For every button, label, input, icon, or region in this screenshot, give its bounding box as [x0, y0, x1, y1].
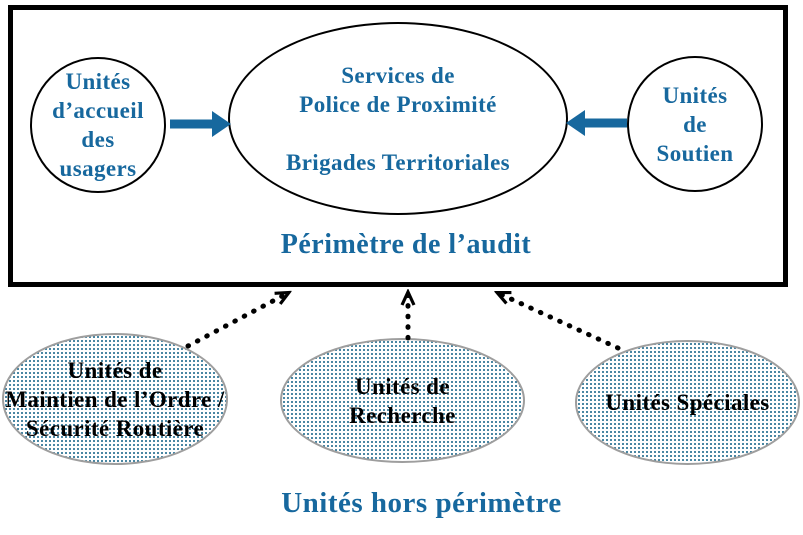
node-label-line: Soutien: [656, 140, 734, 166]
node-label-line: d’accueil: [52, 98, 144, 123]
dotted-arrow-maintien-to-perimeter-icon: [185, 290, 288, 349]
node-unites-recherche: Unités de Recherche: [280, 338, 525, 463]
node-label-line: Recherche: [349, 402, 456, 428]
outside-title: Unités hors périmètre: [281, 487, 562, 519]
node-label-line: Maintien de l’Ordre /: [5, 386, 225, 412]
node-label-line: Services de: [341, 62, 455, 88]
node-label-line: Brigades Territoriales: [285, 149, 511, 175]
perimeter-title: Périmètre de l’audit: [280, 229, 532, 260]
node-label-line: Unités: [662, 82, 728, 108]
node-services-police-proximite: Services de Police de Proximité Brigades…: [228, 22, 568, 215]
node-label-line: usagers: [59, 156, 137, 181]
node-label-line: Unités Spéciales: [605, 390, 770, 415]
node-unites-soutien: Unités de Soutien: [627, 56, 763, 192]
node-maintien-ordre-securite-routiere: Unités de Maintien de l’Ordre / Sécurité…: [2, 333, 228, 465]
node-label-line: Sécurité Routière: [25, 415, 205, 441]
node-label-line: des: [81, 127, 115, 152]
node-unites-speciales: Unités Spéciales: [575, 340, 800, 465]
node-label-line: de: [683, 111, 707, 137]
node-label-line: Unités: [65, 69, 131, 94]
dotted-arrow-speciales-to-perimeter-icon: [498, 290, 621, 351]
node-label-line: Police de Proximité: [299, 91, 497, 117]
node-label-line: Unités de: [355, 373, 450, 399]
node-label-line: Unités de: [67, 357, 163, 383]
node-unites-accueil: Unités d’accueil des usagers: [30, 57, 166, 193]
